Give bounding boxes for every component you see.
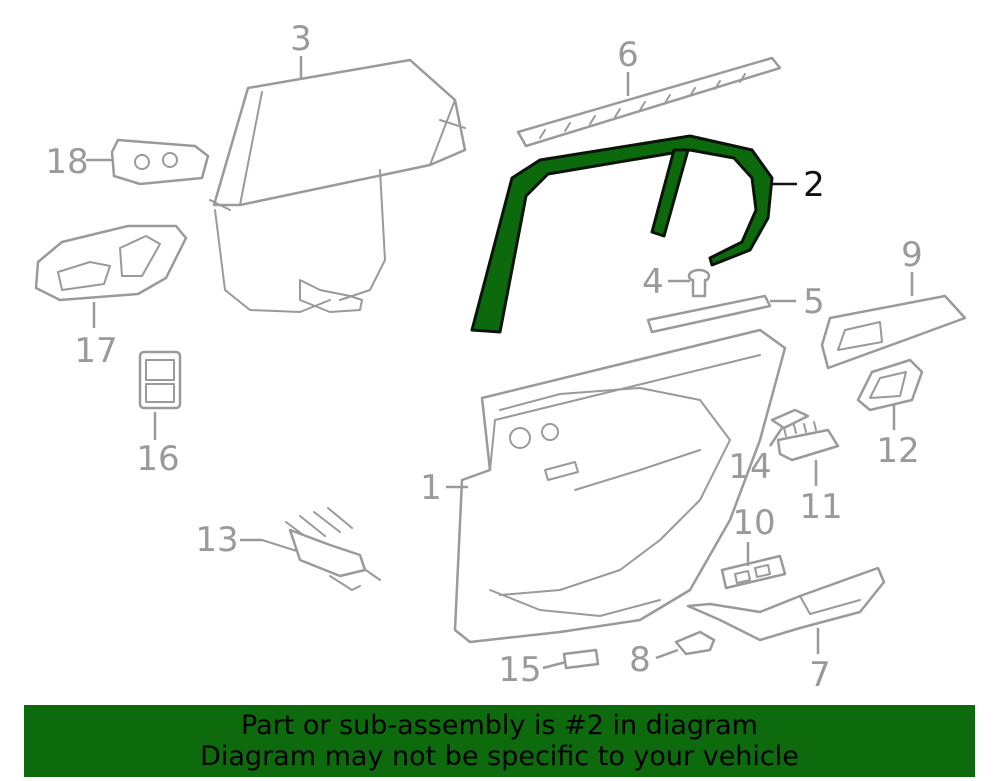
part-4-clip[interactable] <box>687 268 711 298</box>
banner-line-1: Part or sub-assembly is #2 in diagram <box>241 710 758 741</box>
callout-10[interactable]: 10 <box>732 503 775 543</box>
part-12-switch-bezel[interactable] <box>856 358 924 412</box>
callout-16[interactable]: 16 <box>136 439 179 479</box>
callout-7[interactable]: 7 <box>809 655 831 695</box>
callout-8[interactable]: 8 <box>629 640 651 680</box>
callout-12[interactable]: 12 <box>876 431 919 471</box>
banner-line-2: Diagram may not be specific to your vehi… <box>200 741 799 772</box>
callout-11[interactable]: 11 <box>799 487 842 527</box>
callout-3[interactable]: 3 <box>290 19 312 59</box>
part-9-armrest-cover[interactable] <box>820 294 967 370</box>
part-5-trim-strip[interactable] <box>646 294 772 334</box>
callout-9[interactable]: 9 <box>901 235 923 275</box>
callout-17[interactable]: 17 <box>74 331 117 371</box>
leader-15 <box>542 660 567 670</box>
info-banner: Part or sub-assembly is #2 in diagram Di… <box>24 705 975 777</box>
part-10-window-switch[interactable] <box>720 554 787 590</box>
part-8-bracket[interactable] <box>674 630 716 656</box>
leader-14 <box>768 427 784 447</box>
part-1-door-trim-panel[interactable] <box>453 328 787 644</box>
part-15-block[interactable] <box>562 648 600 670</box>
part-16-switch[interactable] <box>138 350 182 410</box>
callout-14[interactable]: 14 <box>728 447 771 487</box>
part-18-switch-panel[interactable] <box>110 138 210 186</box>
part-14-clip[interactable] <box>770 408 810 430</box>
part-2-door-seal-highlighted[interactable] <box>470 134 774 334</box>
part-3-window-regulator[interactable] <box>209 58 467 313</box>
part-11-door-handle[interactable] <box>776 421 840 462</box>
callout-1[interactable]: 1 <box>420 468 442 508</box>
part-7-armrest[interactable] <box>686 566 886 642</box>
callout-6[interactable]: 6 <box>617 35 639 75</box>
part-17-seat-switch[interactable] <box>34 224 188 302</box>
callout-2[interactable]: 2 <box>803 165 825 205</box>
callout-5[interactable]: 5 <box>803 282 825 322</box>
callout-15[interactable]: 15 <box>498 650 541 690</box>
callout-4[interactable]: 4 <box>642 262 664 302</box>
part-13-wiring-harness[interactable] <box>261 507 381 591</box>
part-6-belt-strip[interactable] <box>516 56 782 148</box>
callout-18[interactable]: 18 <box>45 142 88 182</box>
callout-13[interactable]: 13 <box>195 520 238 560</box>
leader-8 <box>655 648 679 660</box>
